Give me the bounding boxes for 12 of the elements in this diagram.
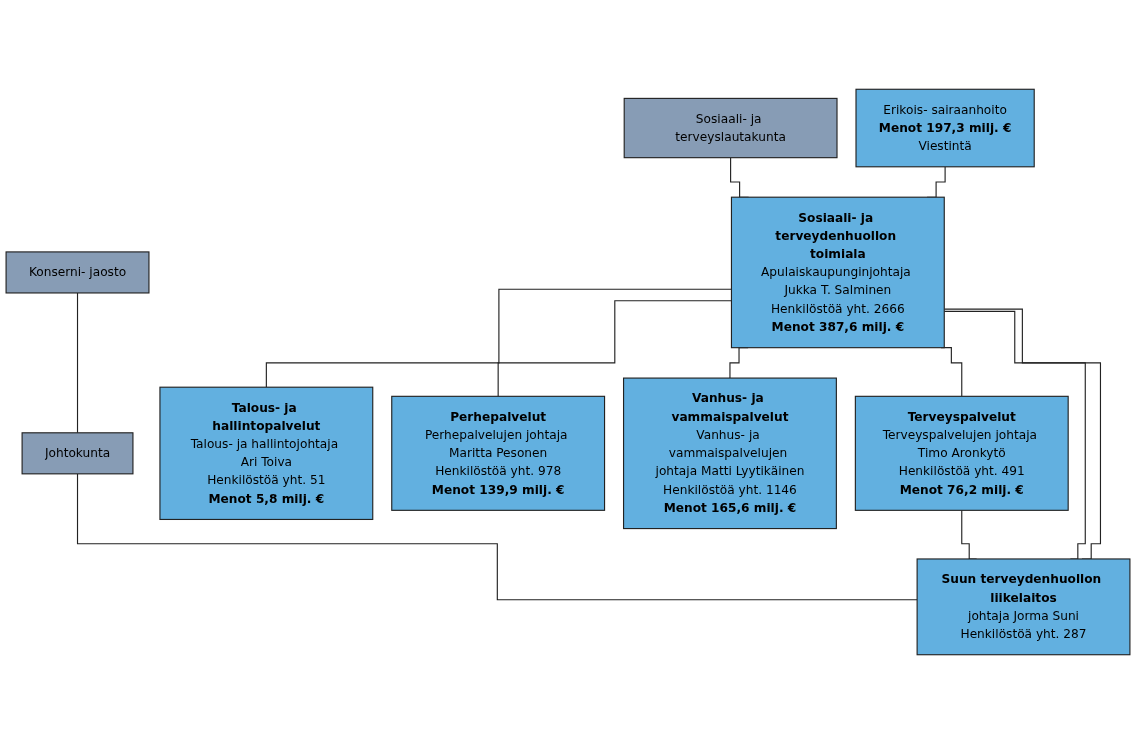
node-box (159, 386, 374, 520)
node-box (730, 196, 945, 349)
connector (76, 292, 79, 434)
node-box (391, 395, 606, 511)
node-box (855, 88, 1035, 168)
node-box (5, 251, 150, 294)
node-box (854, 395, 1069, 511)
node-box (623, 97, 838, 159)
node-box (623, 377, 837, 530)
node-box (21, 432, 134, 475)
node-box (916, 558, 1131, 656)
connector (76, 473, 918, 601)
